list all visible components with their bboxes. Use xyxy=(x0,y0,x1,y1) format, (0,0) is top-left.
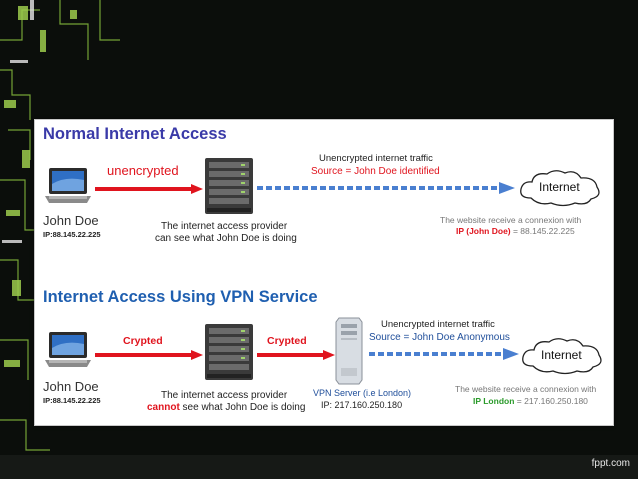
section2-user-ip: IP:88.145.22.225 xyxy=(43,396,101,405)
section1-title: Normal Internet Access xyxy=(43,125,227,143)
section1-traffic-line2: Source = John Doe identified xyxy=(311,166,440,177)
server-rack-icon xyxy=(205,324,253,380)
section1-isp-caption-line2: can see what John Doe is doing xyxy=(155,233,297,244)
diagram-panel: Normal Internet Access John Doe IP:88.14… xyxy=(34,119,614,426)
section2-site-line1: The website receive a connexion with xyxy=(455,384,597,394)
section1-user-ip: IP:88.145.22.225 xyxy=(43,230,101,239)
section2-link2-label: Crypted xyxy=(267,335,307,347)
cloud-icon xyxy=(522,338,602,375)
cloud-icon xyxy=(520,170,600,207)
crypted-arrow-2 xyxy=(257,350,335,360)
section1-site-line1: The website receive a connexion with xyxy=(440,215,582,225)
laptop-icon xyxy=(45,332,91,367)
section1-user-name: John Doe xyxy=(43,213,99,228)
section2-isp-caption-line2: cannot see what John Doe is doing xyxy=(147,402,306,414)
section2-isp-cannot: cannot xyxy=(147,402,180,413)
crypted-arrow-1 xyxy=(95,350,203,360)
vpn-server-icon xyxy=(335,317,363,385)
section2-vpn-label: VPN Server (i.e London) xyxy=(313,388,412,398)
section2-vpn-ip: IP: 217.160.250.180 xyxy=(321,400,403,410)
footer-brand: fppt.com xyxy=(591,458,630,469)
section2-user-name: John Doe xyxy=(43,379,99,394)
section2-site-ip: IP London = 217.160.250.180 xyxy=(473,397,588,406)
section2-site-ip-label: IP London xyxy=(473,396,515,406)
section1-traffic-line1: Unencrypted internet traffic xyxy=(319,153,433,164)
section2-cloud-label: Internet xyxy=(541,348,582,362)
section1-isp-caption-line1: The internet access provider xyxy=(161,221,288,232)
section2-isp-caption-line1: The internet access provider xyxy=(161,390,288,401)
section2-title: Internet Access Using VPN Service xyxy=(43,288,318,306)
section2-isp-caption-rest: see what John Doe is doing xyxy=(179,402,306,413)
unencrypted-traffic-arrow xyxy=(257,182,515,194)
section1-site-ip-label: IP (John Doe) xyxy=(456,226,511,236)
section2-link1-label: Crypted xyxy=(123,335,163,347)
laptop-icon xyxy=(45,168,91,203)
section1-link-label: unencrypted xyxy=(107,163,179,178)
section2-traffic-line1: Unencrypted internet traffic xyxy=(381,319,495,330)
section1-site-ip-value: = 88.145.22.225 xyxy=(510,226,575,236)
server-rack-icon xyxy=(205,158,253,214)
unencrypted-arrow xyxy=(95,184,203,194)
section1-cloud-label: Internet xyxy=(539,180,580,194)
anonymous-traffic-arrow xyxy=(369,348,519,360)
section2-traffic-line2: Source = John Doe Anonymous xyxy=(369,332,510,343)
section1-site-ip: IP (John Doe) = 88.145.22.225 xyxy=(456,227,575,236)
section2-site-ip-value: = 217.160.250.180 xyxy=(514,396,588,406)
